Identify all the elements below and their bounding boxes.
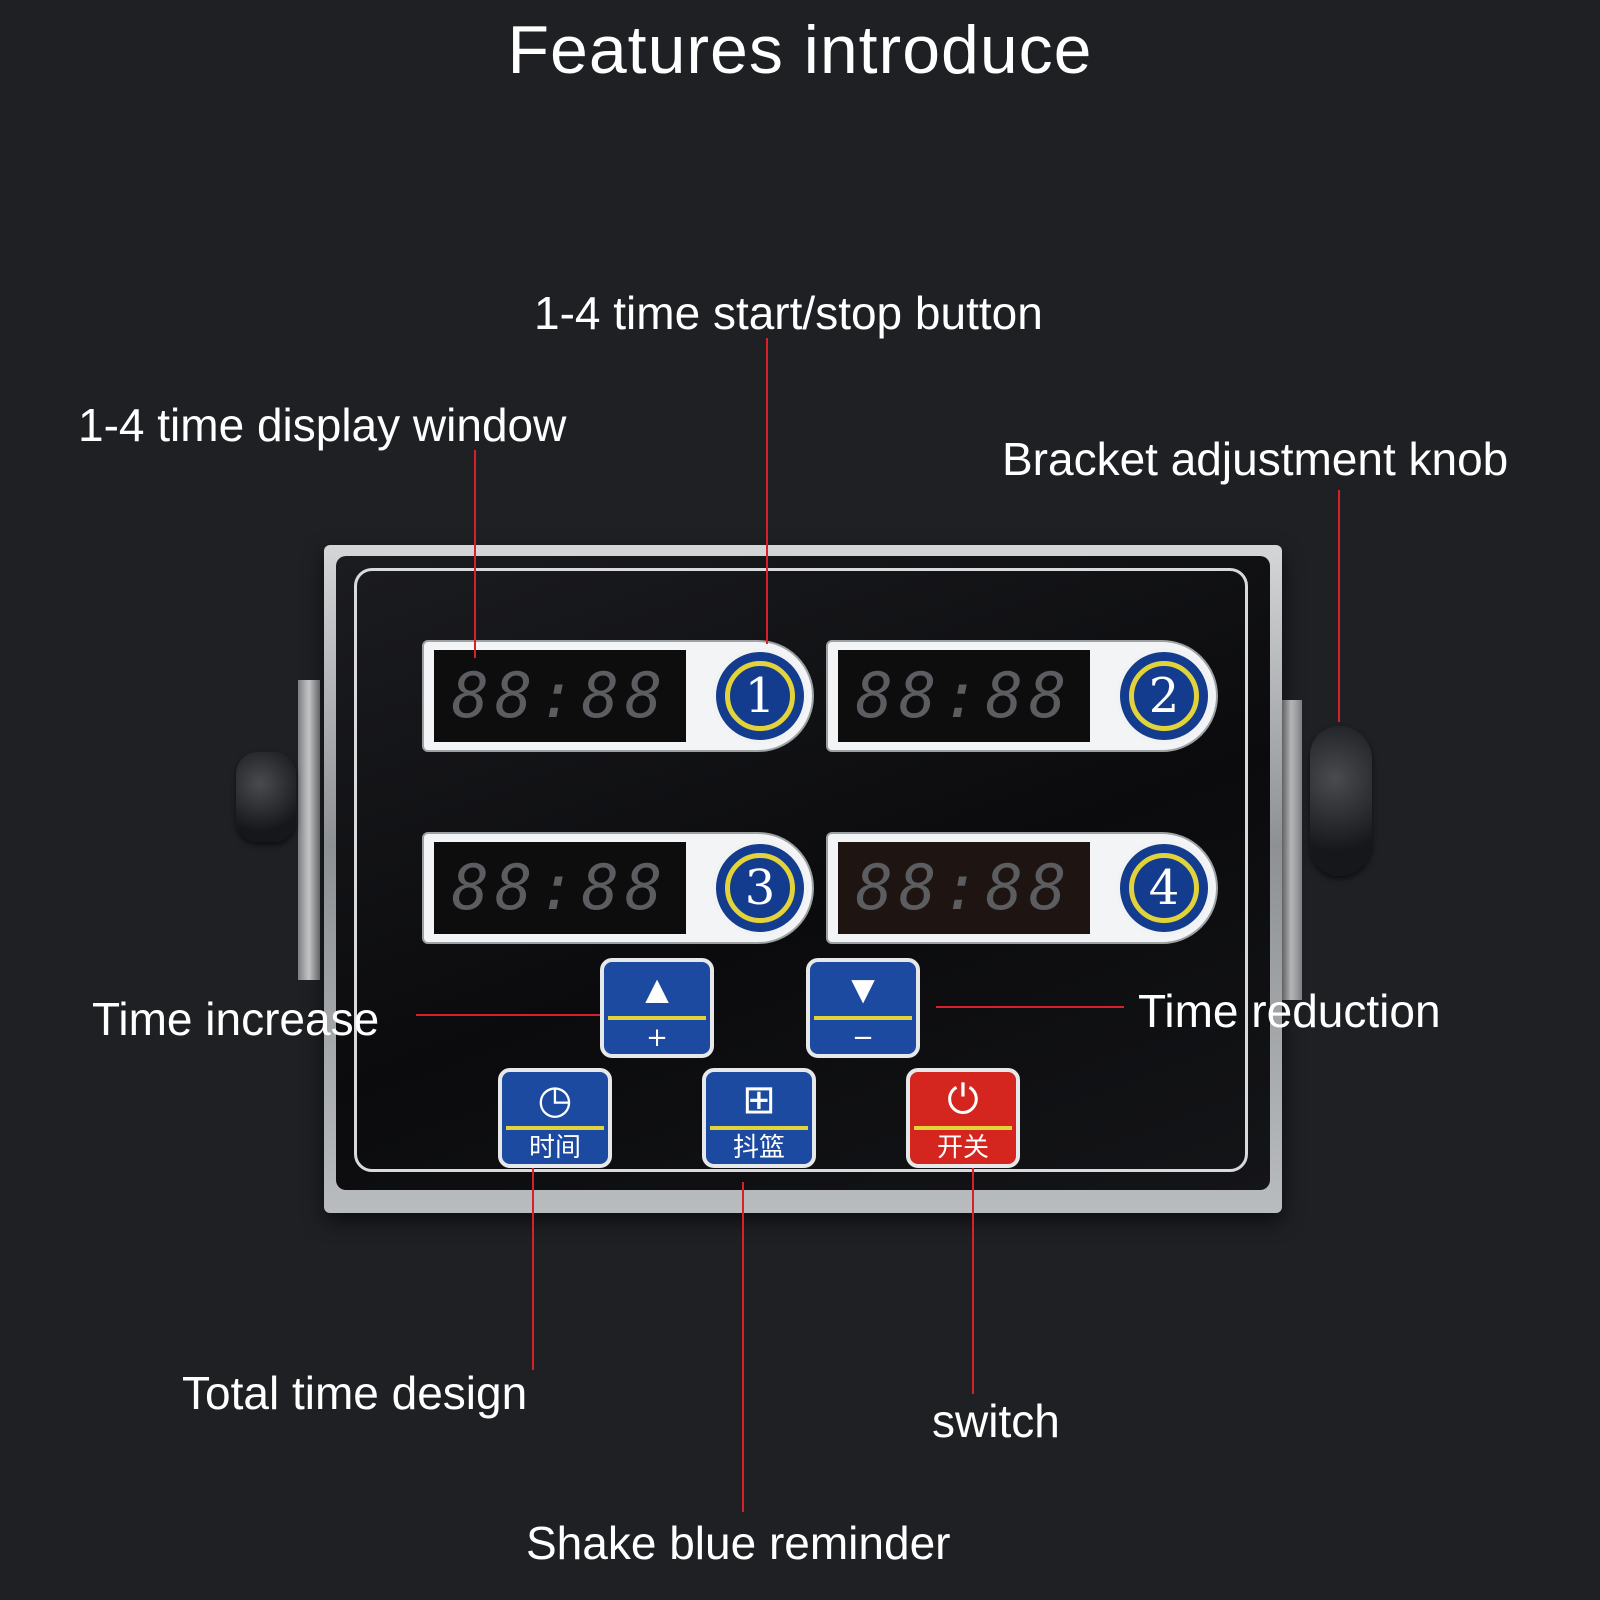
button-number: 3	[725, 853, 795, 923]
leader-time-increase	[416, 1014, 600, 1016]
key-divider	[710, 1126, 808, 1130]
timer-2: 88:88 2	[826, 640, 1218, 752]
display-digits: 88:88	[855, 851, 1073, 924]
key-caption: 抖篮	[732, 1133, 785, 1163]
time-reduction-button[interactable]: ▼ −	[806, 958, 920, 1058]
triangle-down-icon: ▼	[843, 968, 883, 1012]
timer-1: 88:88 1	[422, 640, 814, 752]
start-stop-button-4[interactable]: 4	[1116, 840, 1212, 936]
leader-shake-reminder	[742, 1182, 744, 1512]
label-total-time: Total time design	[182, 1367, 528, 1419]
timer-3: 88:88 3	[422, 832, 814, 944]
basket-icon: ⊞	[742, 1078, 776, 1122]
leader-start-stop	[766, 338, 768, 644]
time-display-window: 88:88	[434, 650, 686, 742]
start-stop-button-3[interactable]: 3	[712, 840, 808, 936]
start-stop-button-1[interactable]: 1	[712, 648, 808, 744]
leader-time-reduction	[936, 1006, 1124, 1008]
display-digits: 88:88	[451, 659, 669, 732]
button-number: 2	[1129, 661, 1199, 731]
leader-switch	[972, 1168, 974, 1394]
label-shake-reminder: Shake blue reminder	[526, 1517, 951, 1569]
label-display-window: 1-4 time display window	[78, 399, 567, 451]
key-divider	[814, 1016, 912, 1020]
key-divider	[608, 1016, 706, 1020]
button-number: 4	[1129, 853, 1199, 923]
button-number: 1	[725, 661, 795, 731]
right-bracket-knob-icon[interactable]	[1310, 726, 1372, 876]
leader-display-window	[474, 450, 476, 658]
leader-total-time	[532, 1168, 534, 1370]
page-title: Features introduce	[507, 12, 1093, 88]
power-switch-button[interactable]: ⏻ 开关	[906, 1068, 1020, 1168]
leader-bracket-knob	[1338, 490, 1340, 722]
left-bracket-knob-icon[interactable]	[236, 752, 296, 842]
left-bracket-plate	[298, 680, 320, 980]
time-display-window: 88:88	[434, 842, 686, 934]
key-caption: 时间	[528, 1133, 581, 1163]
total-time-button[interactable]: ◷ 时间	[498, 1068, 612, 1168]
key-divider	[914, 1126, 1012, 1130]
start-stop-button-2[interactable]: 2	[1116, 648, 1212, 744]
triangle-up-icon: ▲	[637, 968, 677, 1012]
clock-icon: ◷	[537, 1078, 573, 1122]
label-switch: switch	[932, 1395, 1060, 1447]
timer-4: 88:88 4	[826, 832, 1218, 944]
label-start-stop: 1-4 time start/stop button	[534, 287, 1043, 339]
label-bracket-knob: Bracket adjustment knob	[1002, 433, 1509, 485]
time-display-window: 88:88	[838, 842, 1090, 934]
label-time-reduction: Time reduction	[1138, 985, 1441, 1037]
label-time-increase: Time increase	[92, 993, 380, 1045]
display-digits: 88:88	[451, 851, 669, 924]
plus-icon: +	[646, 1023, 668, 1053]
time-increase-button[interactable]: ▲ +	[600, 958, 714, 1058]
display-digits: 88:88	[855, 659, 1073, 732]
control-panel-border	[354, 568, 1248, 1172]
minus-icon: −	[852, 1023, 874, 1053]
shake-reminder-button[interactable]: ⊞ 抖篮	[702, 1068, 816, 1168]
right-bracket-plate	[1280, 700, 1302, 1000]
key-caption: 开关	[936, 1133, 989, 1163]
time-display-window: 88:88	[838, 650, 1090, 742]
power-icon: ⏻	[947, 1078, 979, 1122]
key-divider	[506, 1126, 604, 1130]
